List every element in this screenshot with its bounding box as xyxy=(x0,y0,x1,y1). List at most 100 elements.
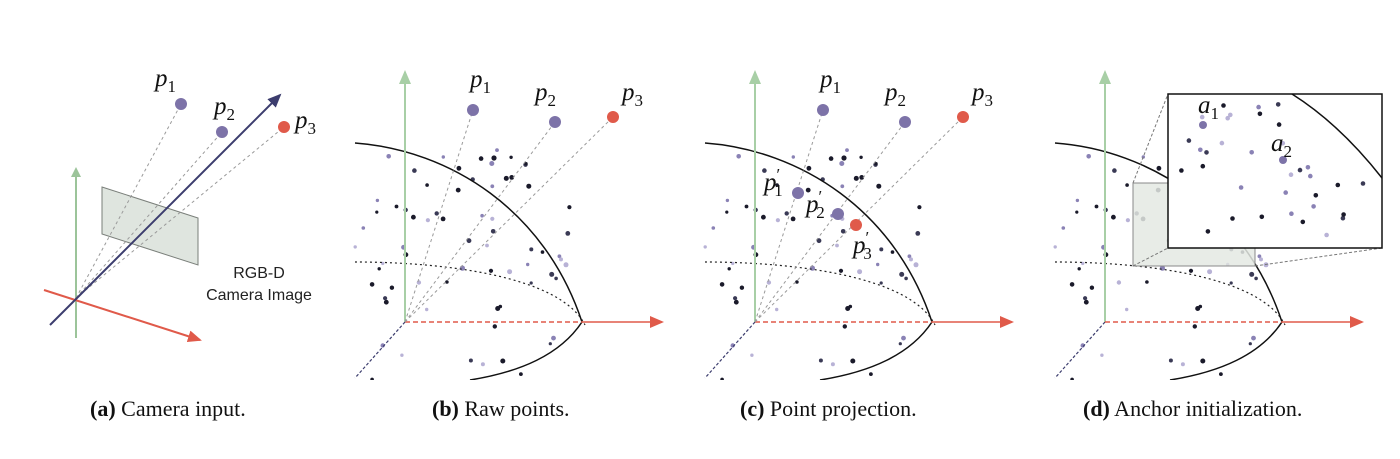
label-p1: p1 xyxy=(818,66,841,97)
scatter-dot xyxy=(1089,285,1095,290)
scatter-dot xyxy=(725,198,730,203)
scatter-dot xyxy=(412,168,417,173)
zoom-dot xyxy=(1256,104,1261,110)
scatter-dot xyxy=(762,168,767,173)
zoom-dot xyxy=(1225,115,1230,121)
zoom-dot xyxy=(1311,204,1316,209)
scatter-dot xyxy=(441,155,445,159)
z-axis xyxy=(1054,321,1106,379)
scatter-dot xyxy=(507,269,513,275)
scatter-dot xyxy=(1145,280,1149,284)
ray xyxy=(75,126,285,299)
scatter-dot xyxy=(540,250,545,254)
zoom-dot xyxy=(1297,167,1303,173)
scatter-dot xyxy=(1125,218,1130,223)
zoom-dot xyxy=(1249,150,1254,155)
scatter-dot xyxy=(1083,296,1088,301)
scatter-dot xyxy=(1081,261,1085,266)
scatter-dot xyxy=(733,299,739,305)
zoom-dot xyxy=(1276,122,1282,127)
scatter-dot xyxy=(386,154,392,159)
scatter-dot xyxy=(1086,154,1091,159)
zoom-dot xyxy=(1313,193,1319,198)
zoom-dot xyxy=(1259,214,1265,220)
scatter-dot xyxy=(791,155,795,159)
scatter-dot xyxy=(840,229,846,234)
scatter-dot xyxy=(1125,183,1129,187)
zoom-dot xyxy=(1205,229,1211,234)
scatter-dot xyxy=(489,161,495,166)
scatter-dot xyxy=(1180,362,1185,367)
scatter-dot xyxy=(898,342,902,346)
zoom-dot xyxy=(1186,138,1192,143)
scatter-dot xyxy=(1168,358,1173,363)
scatter-dot xyxy=(377,267,381,271)
scatter-dot xyxy=(828,156,834,161)
scatter-dot xyxy=(559,257,563,262)
point-p3 xyxy=(957,111,969,123)
caption-d: (d) Anchor initialization. xyxy=(1083,396,1303,421)
scatter-dot xyxy=(529,247,534,252)
scatter-dot xyxy=(1207,269,1213,275)
image-plane-label-line1: RGB-D xyxy=(233,265,285,282)
scatter-dot xyxy=(857,269,863,275)
zoom-dot xyxy=(1198,147,1203,153)
scatter-dot xyxy=(904,276,908,281)
zoom-leader xyxy=(1132,93,1169,184)
scatter-dot xyxy=(411,214,416,220)
label-p2-prime: p′2 xyxy=(804,187,825,222)
sphere-outline xyxy=(1054,142,1283,380)
scatter-dot xyxy=(1075,210,1079,214)
zoom-dot xyxy=(1289,211,1294,216)
scatter-dot xyxy=(766,280,772,285)
zoom-dot xyxy=(1275,102,1281,107)
point-p1 xyxy=(817,104,829,116)
zoom-dot xyxy=(1340,215,1346,221)
panel-a: p1 p2 p3 RGB-D Camera Image xyxy=(43,65,316,343)
ray xyxy=(754,116,964,323)
scatter-dot xyxy=(488,268,494,273)
label-a2: a2 xyxy=(1271,130,1292,161)
zoom-dot xyxy=(1335,182,1341,188)
scatter-dot xyxy=(519,372,523,376)
scatter-dot xyxy=(703,245,707,249)
label-p1-prime: p′1 xyxy=(762,165,783,200)
label-p2: p2 xyxy=(212,93,235,124)
ray xyxy=(404,116,614,323)
scatter-dot xyxy=(1200,358,1206,364)
sphere-equator xyxy=(1054,261,1286,326)
scatter-dot xyxy=(548,342,552,346)
point-p3 xyxy=(607,111,619,123)
scatter-dot xyxy=(563,262,569,268)
scatter-dot xyxy=(466,238,472,244)
zoom-dot xyxy=(1228,112,1233,118)
scatter-dot xyxy=(1077,267,1081,271)
scatter-dot xyxy=(1259,257,1263,262)
scatter-dot xyxy=(1254,276,1258,281)
scatter-dot xyxy=(761,214,766,220)
label-p2: p2 xyxy=(533,79,556,110)
scatter-dot xyxy=(816,238,822,244)
scatter-dot xyxy=(733,296,738,301)
scatter-dot xyxy=(890,250,895,254)
scatter-dot xyxy=(480,362,485,367)
scatter-dot xyxy=(1192,324,1198,329)
scatter-dot xyxy=(468,358,473,363)
scatter-dot xyxy=(795,280,799,284)
caption-b: (b) Raw points. xyxy=(432,396,570,421)
scatter-dot xyxy=(731,261,735,266)
zoom-leader xyxy=(1254,247,1383,267)
scatter-dot xyxy=(1116,280,1122,285)
scatter-dot xyxy=(459,265,465,271)
point-p1 xyxy=(467,104,479,116)
scatter-dot xyxy=(375,198,380,203)
scatter-dot xyxy=(869,372,873,376)
scatter-dot xyxy=(551,335,556,341)
scatter-dot xyxy=(840,184,845,189)
scatter-dot xyxy=(456,165,462,171)
label-p1: p1 xyxy=(468,66,491,97)
scatter-dot xyxy=(370,377,374,380)
scatter-dot xyxy=(500,358,506,364)
scatter-dot xyxy=(1112,168,1117,173)
scatter-dot xyxy=(389,285,395,290)
